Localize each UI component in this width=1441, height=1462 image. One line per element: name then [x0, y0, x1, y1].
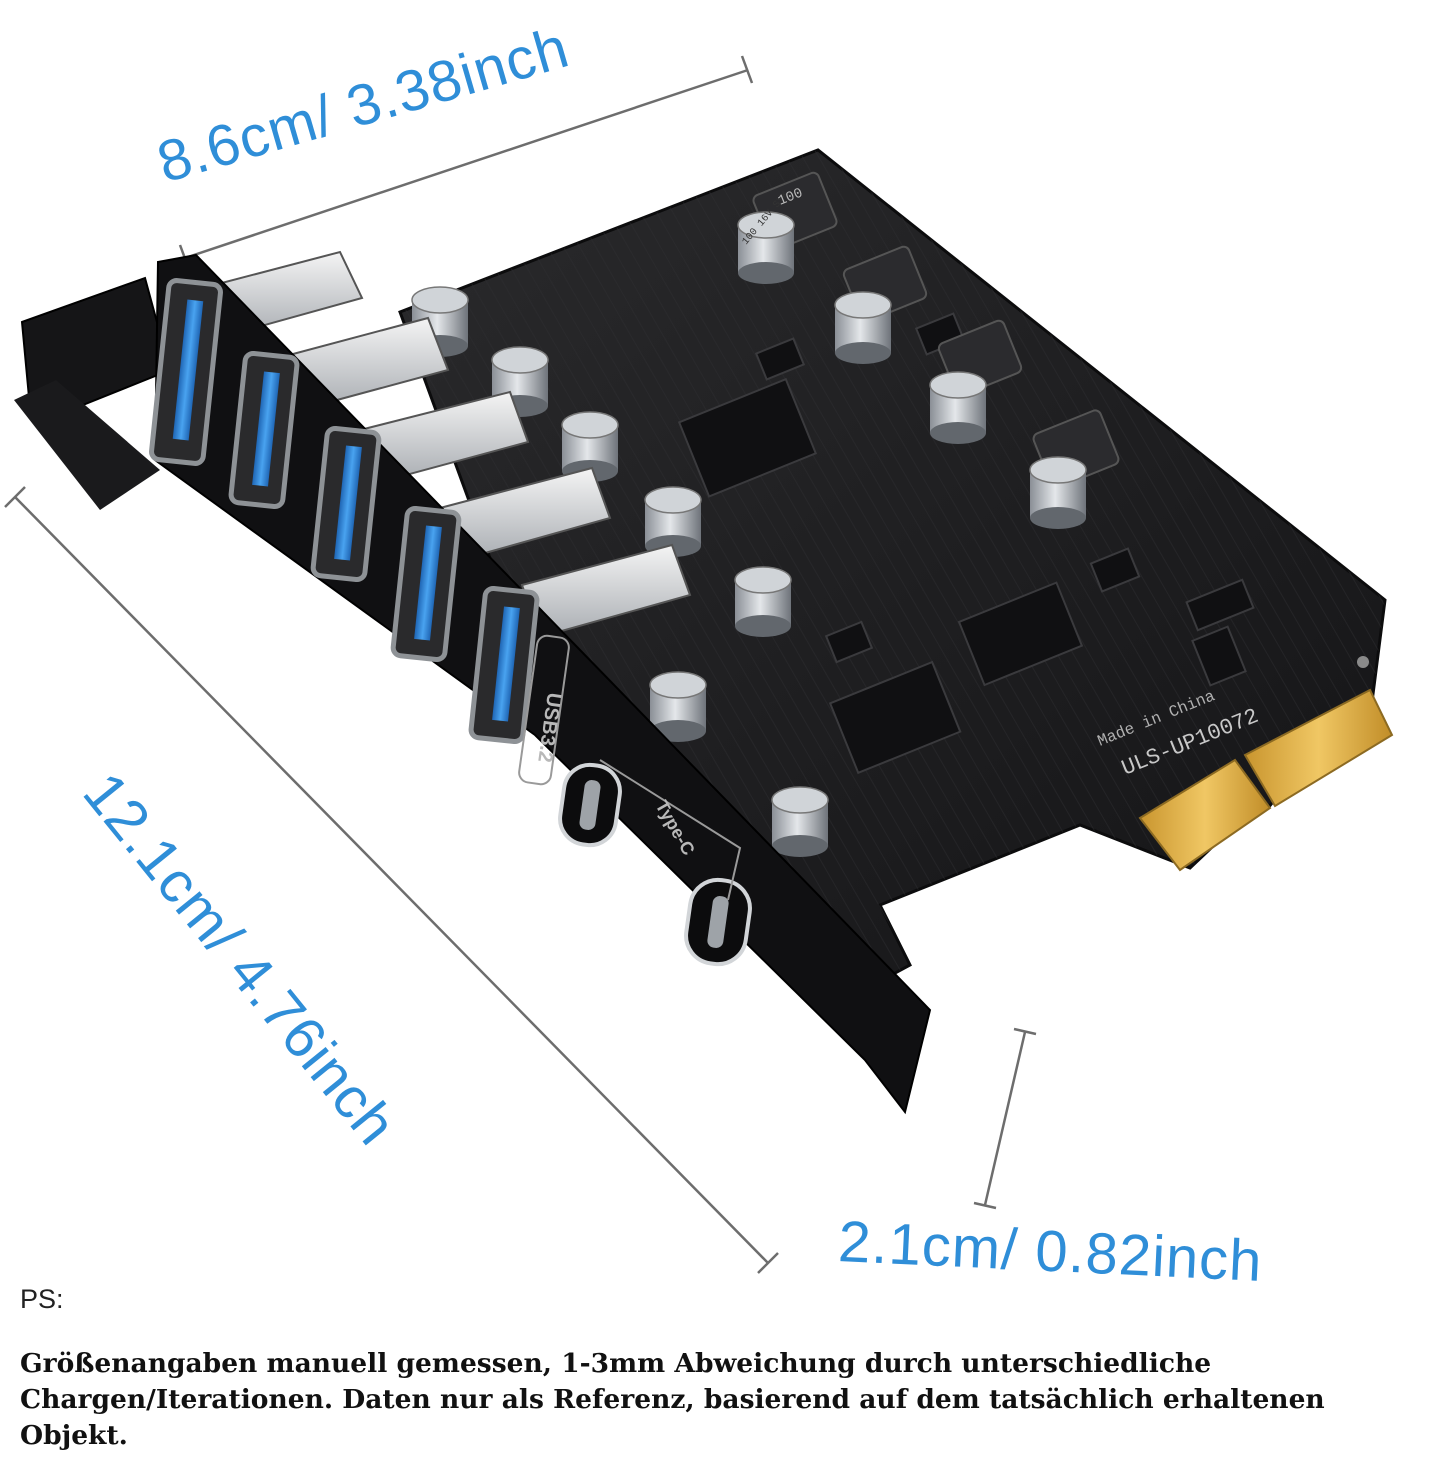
usb32-label-frame: [518, 634, 570, 786]
dimension-lines: [4, 55, 1037, 1274]
capacitor: [734, 566, 792, 637]
usb-a-ports: [149, 278, 540, 745]
capacitor: [834, 291, 892, 364]
capacitor: [771, 786, 829, 857]
usb-a-port: [149, 278, 223, 466]
capacitor: [561, 411, 619, 482]
usb-c-ports: [558, 762, 752, 967]
usb-a-port: [390, 505, 462, 663]
capacitor: [644, 486, 702, 557]
capacitor: [1029, 456, 1087, 529]
width-dimension-line: [184, 68, 749, 260]
typec-label-frame: [599, 759, 742, 901]
pcie-gold-contacts: [1138, 688, 1394, 872]
measurement-disclaimer: Größenangaben manuell gemessen, 1-3mm Ab…: [20, 1348, 1325, 1451]
length-dimension-line: [14, 496, 769, 1264]
capacitor: [929, 371, 987, 444]
capacitor: [737, 211, 795, 284]
height-dimension-line: [983, 1031, 1027, 1206]
usb-a-port: [310, 425, 382, 583]
electrolytic-capacitors: [411, 211, 1087, 857]
usb-a-port: [228, 350, 300, 510]
ps-label: PS:: [20, 1284, 64, 1314]
ic-chips: [677, 312, 1255, 775]
usb-a-port: [468, 585, 540, 745]
